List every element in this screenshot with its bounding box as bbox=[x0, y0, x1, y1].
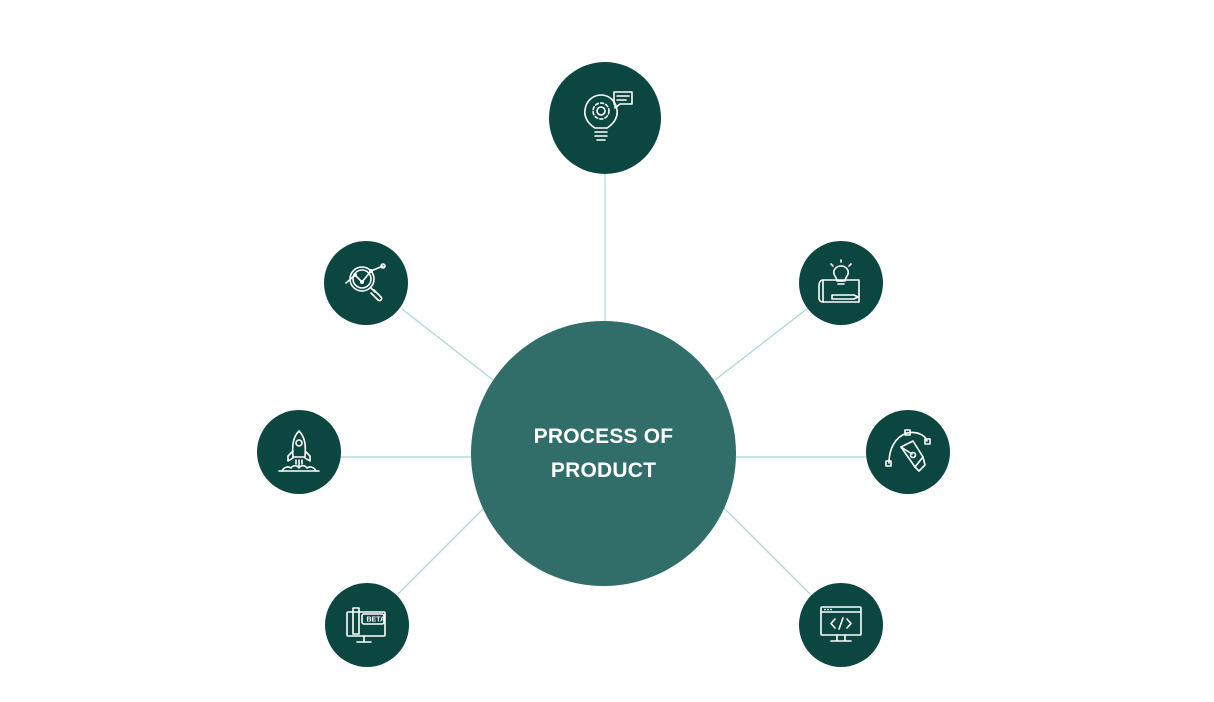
connector-lower-right bbox=[723, 507, 811, 595]
research-analytics-icon bbox=[345, 263, 386, 302]
connector-lower-left bbox=[397, 507, 485, 595]
connector-upper-right bbox=[714, 307, 809, 381]
pen-tool-design-icon bbox=[885, 429, 931, 472]
rocket-launch-icon bbox=[278, 430, 320, 472]
node-launch bbox=[257, 410, 341, 494]
connector-upper-left bbox=[401, 308, 494, 381]
node-beta: BETA bbox=[325, 583, 409, 667]
idea-gear-lightbulb-icon bbox=[584, 91, 633, 141]
node-idea bbox=[549, 62, 661, 174]
beta-release-icon: BETA bbox=[346, 607, 386, 643]
hub-title: PROCESS OF PRODUCT bbox=[533, 424, 674, 482]
central-hub: PROCESS OF PRODUCT bbox=[471, 321, 736, 586]
code-monitor-icon bbox=[820, 606, 862, 642]
node-development bbox=[799, 583, 883, 667]
node-research bbox=[324, 241, 408, 325]
blueprint-idea-icon bbox=[818, 259, 860, 303]
node-design bbox=[866, 410, 950, 494]
beta-label: BETA bbox=[367, 617, 386, 624]
node-blueprint bbox=[799, 241, 883, 325]
